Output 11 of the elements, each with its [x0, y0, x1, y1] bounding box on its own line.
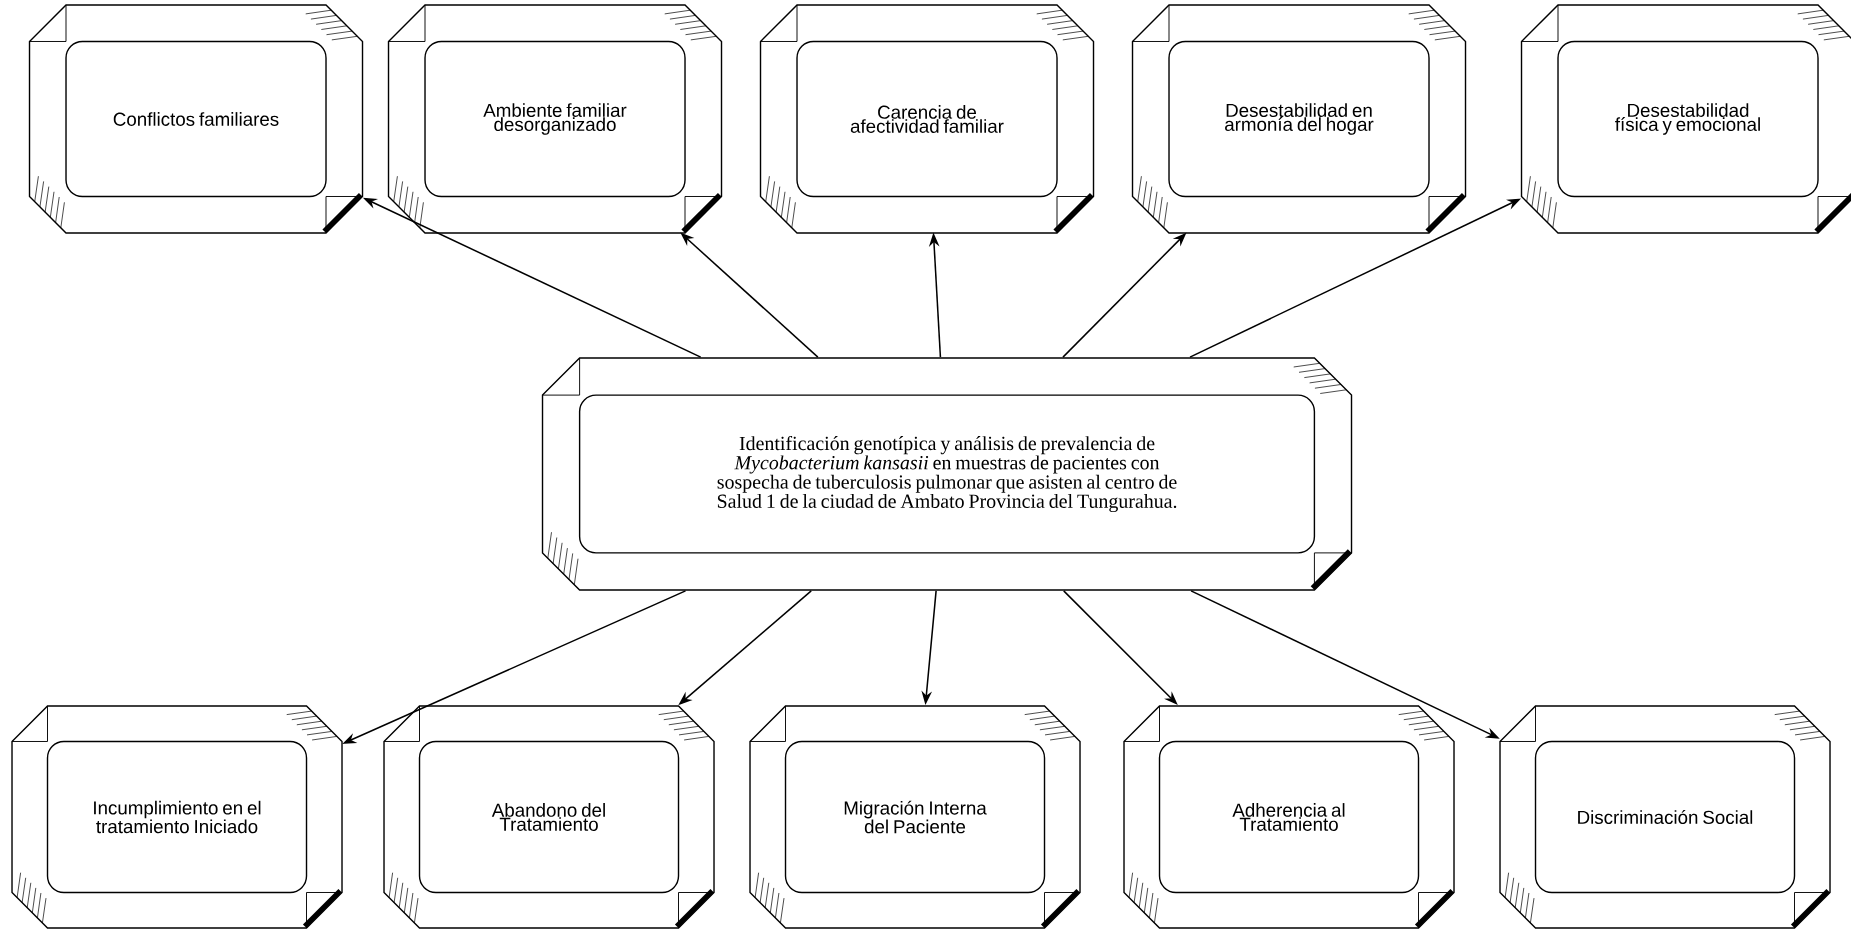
bevel-box: Abandono del Tratamiento: [383, 705, 715, 929]
bevel-box: Adherencia al Tratamiento: [1123, 705, 1455, 929]
bevel-box: Migración Interna del Paciente: [749, 705, 1081, 929]
bevel-box: Ambiente familiar desorganizado: [387, 4, 723, 234]
bevel-box: Desestabilidad en armonía del hogar: [1131, 4, 1467, 234]
bevel-box: Desestabilidad física y emocional: [1520, 4, 1851, 234]
bevel-box: Discriminación Social: [1499, 705, 1831, 929]
bevel-box: Conflictos familiares: [28, 4, 364, 234]
bevel-box: Identificación genotípica y análisis de prevalencia de Mycobacterium kansasii en muestras de pacientes con sospecha de tuberculosis pulmonar que asisten al centro de Salud 1 de la ciudad de Ambato Provincia del Tungurahua.: [541, 357, 1353, 591]
bevel-box: Incumplimiento en el tratamiento Iniciado: [11, 705, 343, 929]
bevel-box: Carencia de afectividad familiar: [759, 4, 1095, 234]
